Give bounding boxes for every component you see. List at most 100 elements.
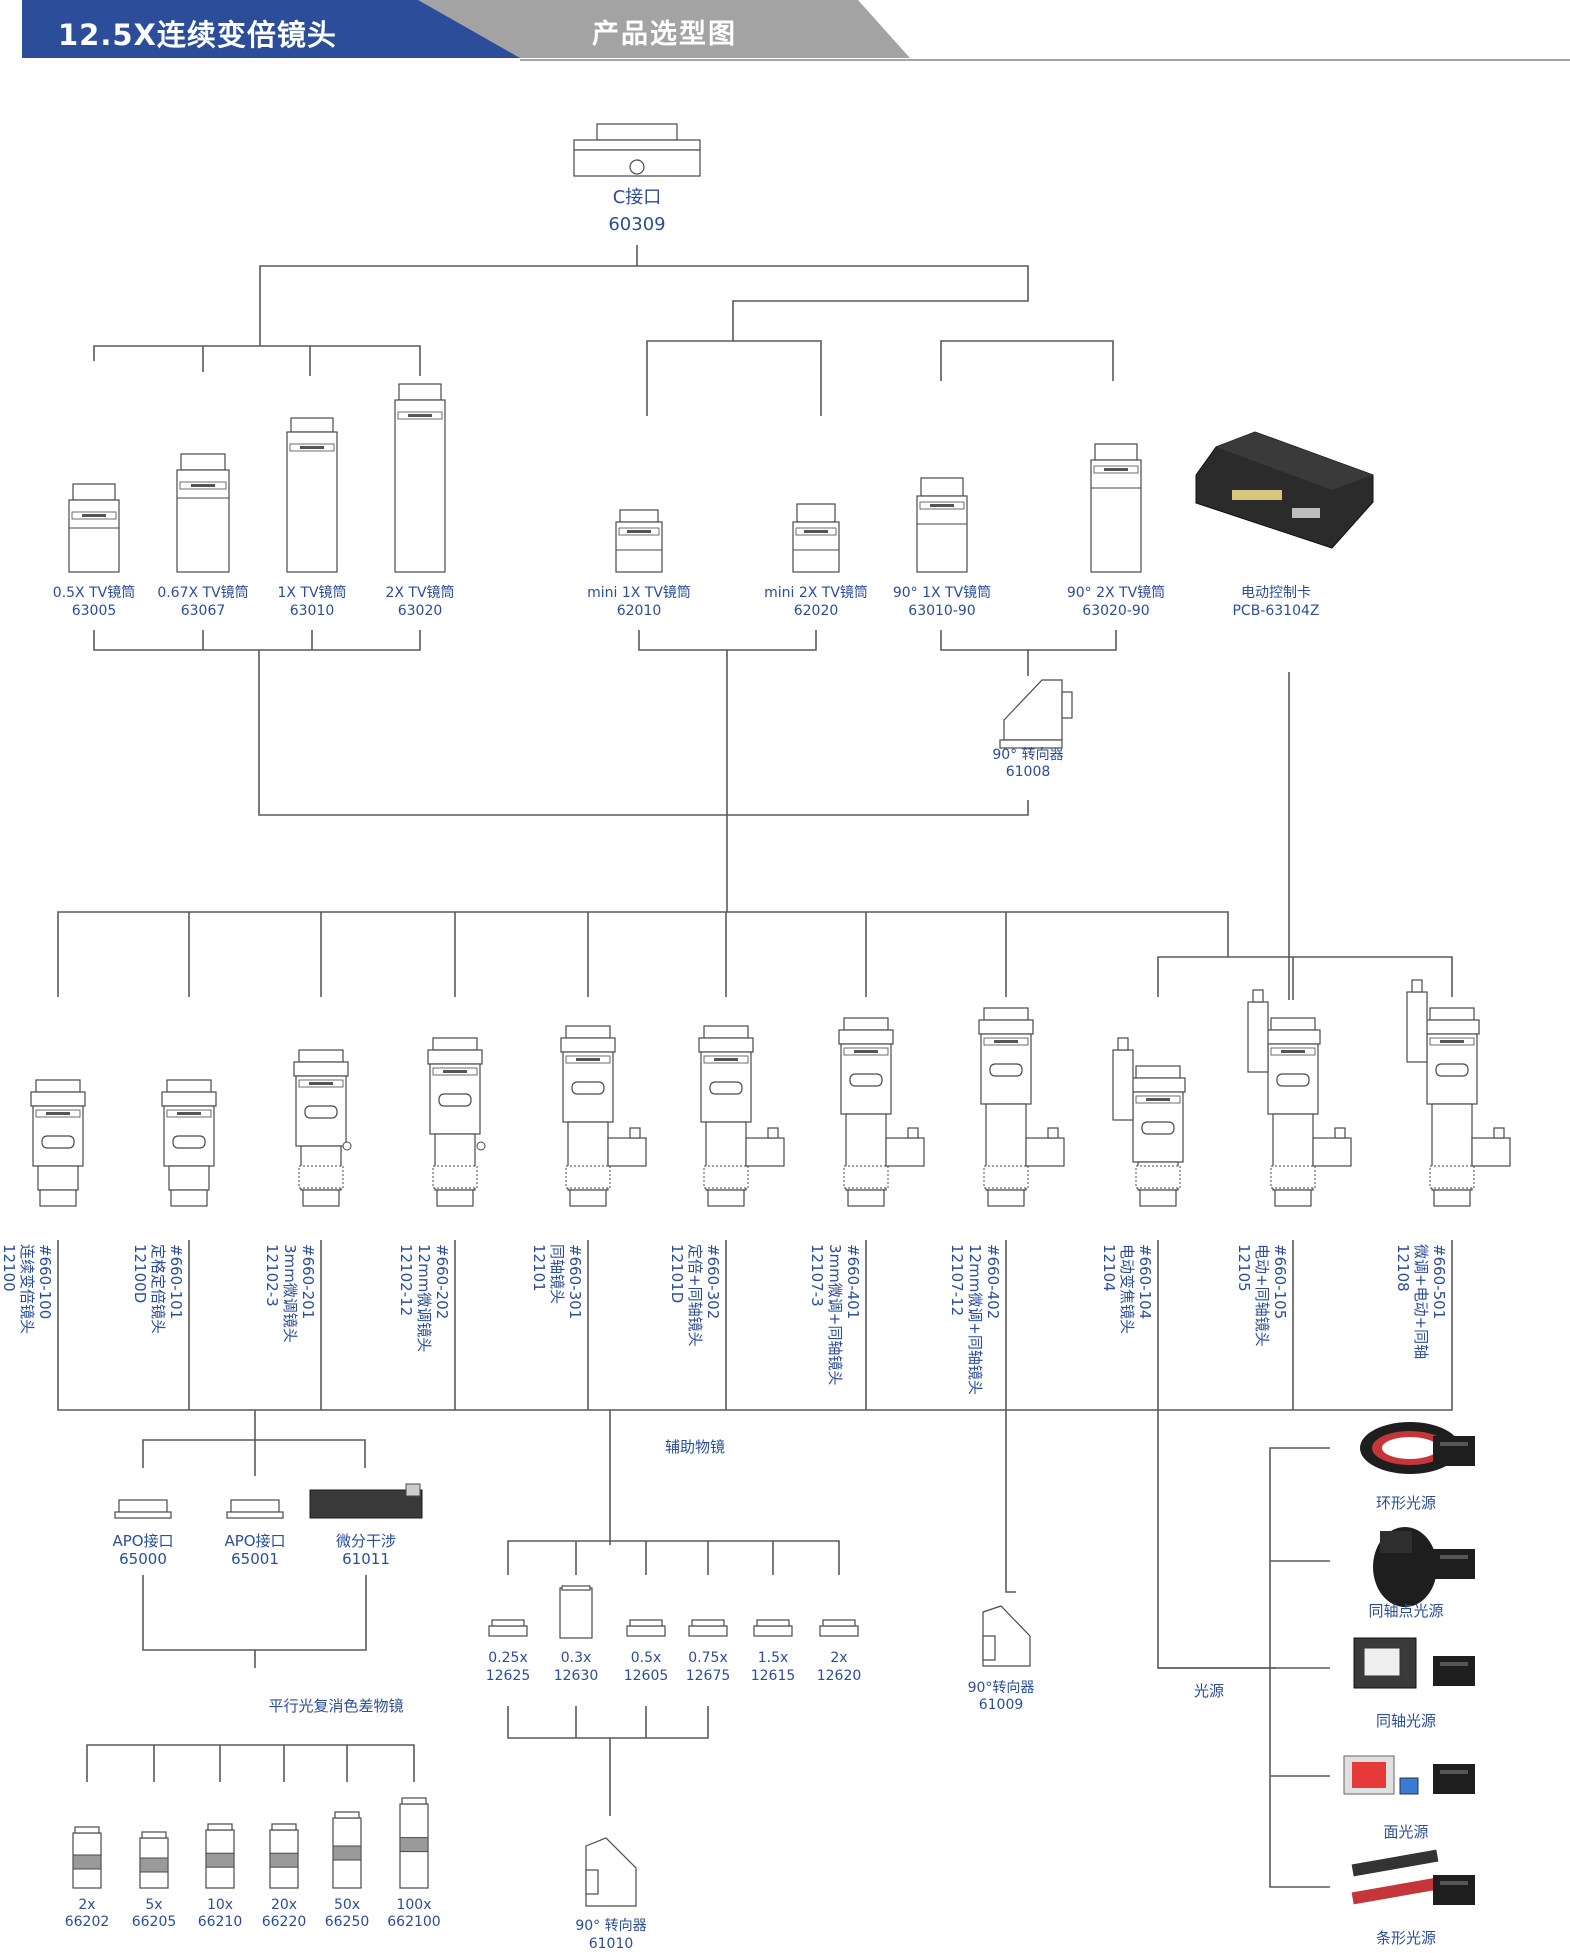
left-tube-bar [93,345,421,376]
objective-knurl [332,1845,362,1861]
aux-objective-icon [488,1619,528,1637]
aux-top [822,1619,856,1627]
objective-top [141,1831,167,1839]
lens-window [709,1081,743,1095]
objective-code: 66220 [262,1914,307,1930]
adapter-code: 65001 [231,1550,279,1568]
brand-logo-icon [994,1040,1018,1043]
lens-icon [560,1025,647,1207]
tv-tube-name: mini 2X TV镜筒 [764,584,868,601]
aux-objective-icon [819,1619,859,1637]
c-mount-top [596,123,678,141]
lens-collar [560,1037,616,1053]
aux-top [691,1619,725,1627]
controller-code: PCB-63104Z [1232,603,1319,619]
apo-adapter-icon [114,1499,172,1519]
adapter-name: APO接口 [224,1532,285,1550]
lens-base [847,1189,885,1207]
lens-window [172,1135,206,1149]
light-name: 面光源 [1383,1823,1428,1841]
lens-model: #660-501 [1430,1244,1448,1319]
objective-knurl [72,1854,102,1870]
rotator-base [999,739,1063,749]
lens-window [1276,1073,1310,1087]
fine-adjust-knob-icon [342,1141,352,1151]
panel-red [1352,1762,1386,1788]
objective-top [74,1826,100,1834]
coaxial-window [1363,1647,1401,1677]
lens-model: #660-401 [844,1244,862,1319]
brand-logo-icon [1146,1098,1170,1101]
lens-window [1435,1063,1469,1077]
aux-body [488,1625,528,1637]
tv-tube-code: 63020 [398,603,443,619]
lens-window [989,1063,1023,1077]
lens-window [849,1073,883,1087]
brand-logo-icon [804,530,828,533]
lens-code: 12100D [131,1244,149,1303]
lens-name: 同轴镜头 [548,1244,566,1304]
aux-body [753,1625,793,1637]
panel-blue [1399,1777,1419,1795]
page-title: 12.5X连续变倍镜头 [58,18,337,52]
mini-merge [638,630,817,651]
lens-tube [168,1165,210,1191]
lens-code: 12107-12 [948,1244,966,1316]
lens-name: 12mm微调+同轴镜头 [966,1244,984,1395]
apo-adapter-icon [226,1499,284,1519]
lens-tube [37,1165,79,1191]
brand-logo-icon [82,514,106,517]
apo-objective-icon [332,1811,362,1889]
header-banner [22,0,1570,61]
tv-tube-icon [176,453,230,573]
lens-icon [1406,979,1511,1207]
objective-knurl [205,1852,235,1868]
tv-tube-icon [615,509,663,573]
aux-top [629,1619,663,1627]
light-controller-box [1433,1875,1475,1905]
aux-mag: 1.5x [758,1650,789,1666]
lens-code: 12102-12 [397,1244,415,1316]
tv-tube-name: mini 1X TV镜筒 [587,584,691,601]
brand-logo-icon [714,1058,738,1061]
aux-mag: 0.75x [688,1650,727,1666]
apo-objective-icon [399,1797,429,1889]
lens-code: 12101D [668,1244,686,1303]
motor-unit [1406,991,1428,1063]
rotator-name: 90°转向器 [968,1680,1035,1696]
lens-model: #660-302 [704,1244,722,1319]
objective-mag: 5x [145,1897,162,1913]
controller-connector [1232,490,1282,500]
tv-tube-name: 90° 1X TV镜筒 [893,584,991,601]
adapter-name: APO接口 [112,1532,173,1550]
coaxial-plug [629,1127,641,1139]
lens-cap [1135,1065,1181,1079]
lens-cap [703,1025,749,1039]
lens-base [436,1189,474,1207]
ring-hole [1382,1437,1438,1459]
objective-bar [86,1744,415,1782]
lens-model: #660-402 [984,1244,1002,1319]
lens-code: 12102-3 [263,1244,281,1307]
brand-logo-icon [408,414,432,417]
tube-cap [180,453,226,471]
coaxial-plug [907,1127,919,1139]
coaxial-point-light-icon [1373,1527,1475,1607]
tv-tube-code: 62020 [794,603,839,619]
lens-knurl [843,1165,889,1189]
motor-cap [1411,979,1423,993]
fine-adjust-knob-icon [476,1141,486,1151]
tv-tube-name: 90° 2X TV镜筒 [1067,584,1165,601]
lens-name: 电动变焦镜头 [1118,1244,1136,1334]
tube-body [286,431,338,573]
aux-objective-icon [688,1619,728,1637]
adapter-flange [226,1511,284,1519]
lens-base [302,1189,340,1207]
lens-cap [565,1025,611,1039]
motor-unit [1112,1049,1134,1121]
lens-window [304,1105,338,1119]
